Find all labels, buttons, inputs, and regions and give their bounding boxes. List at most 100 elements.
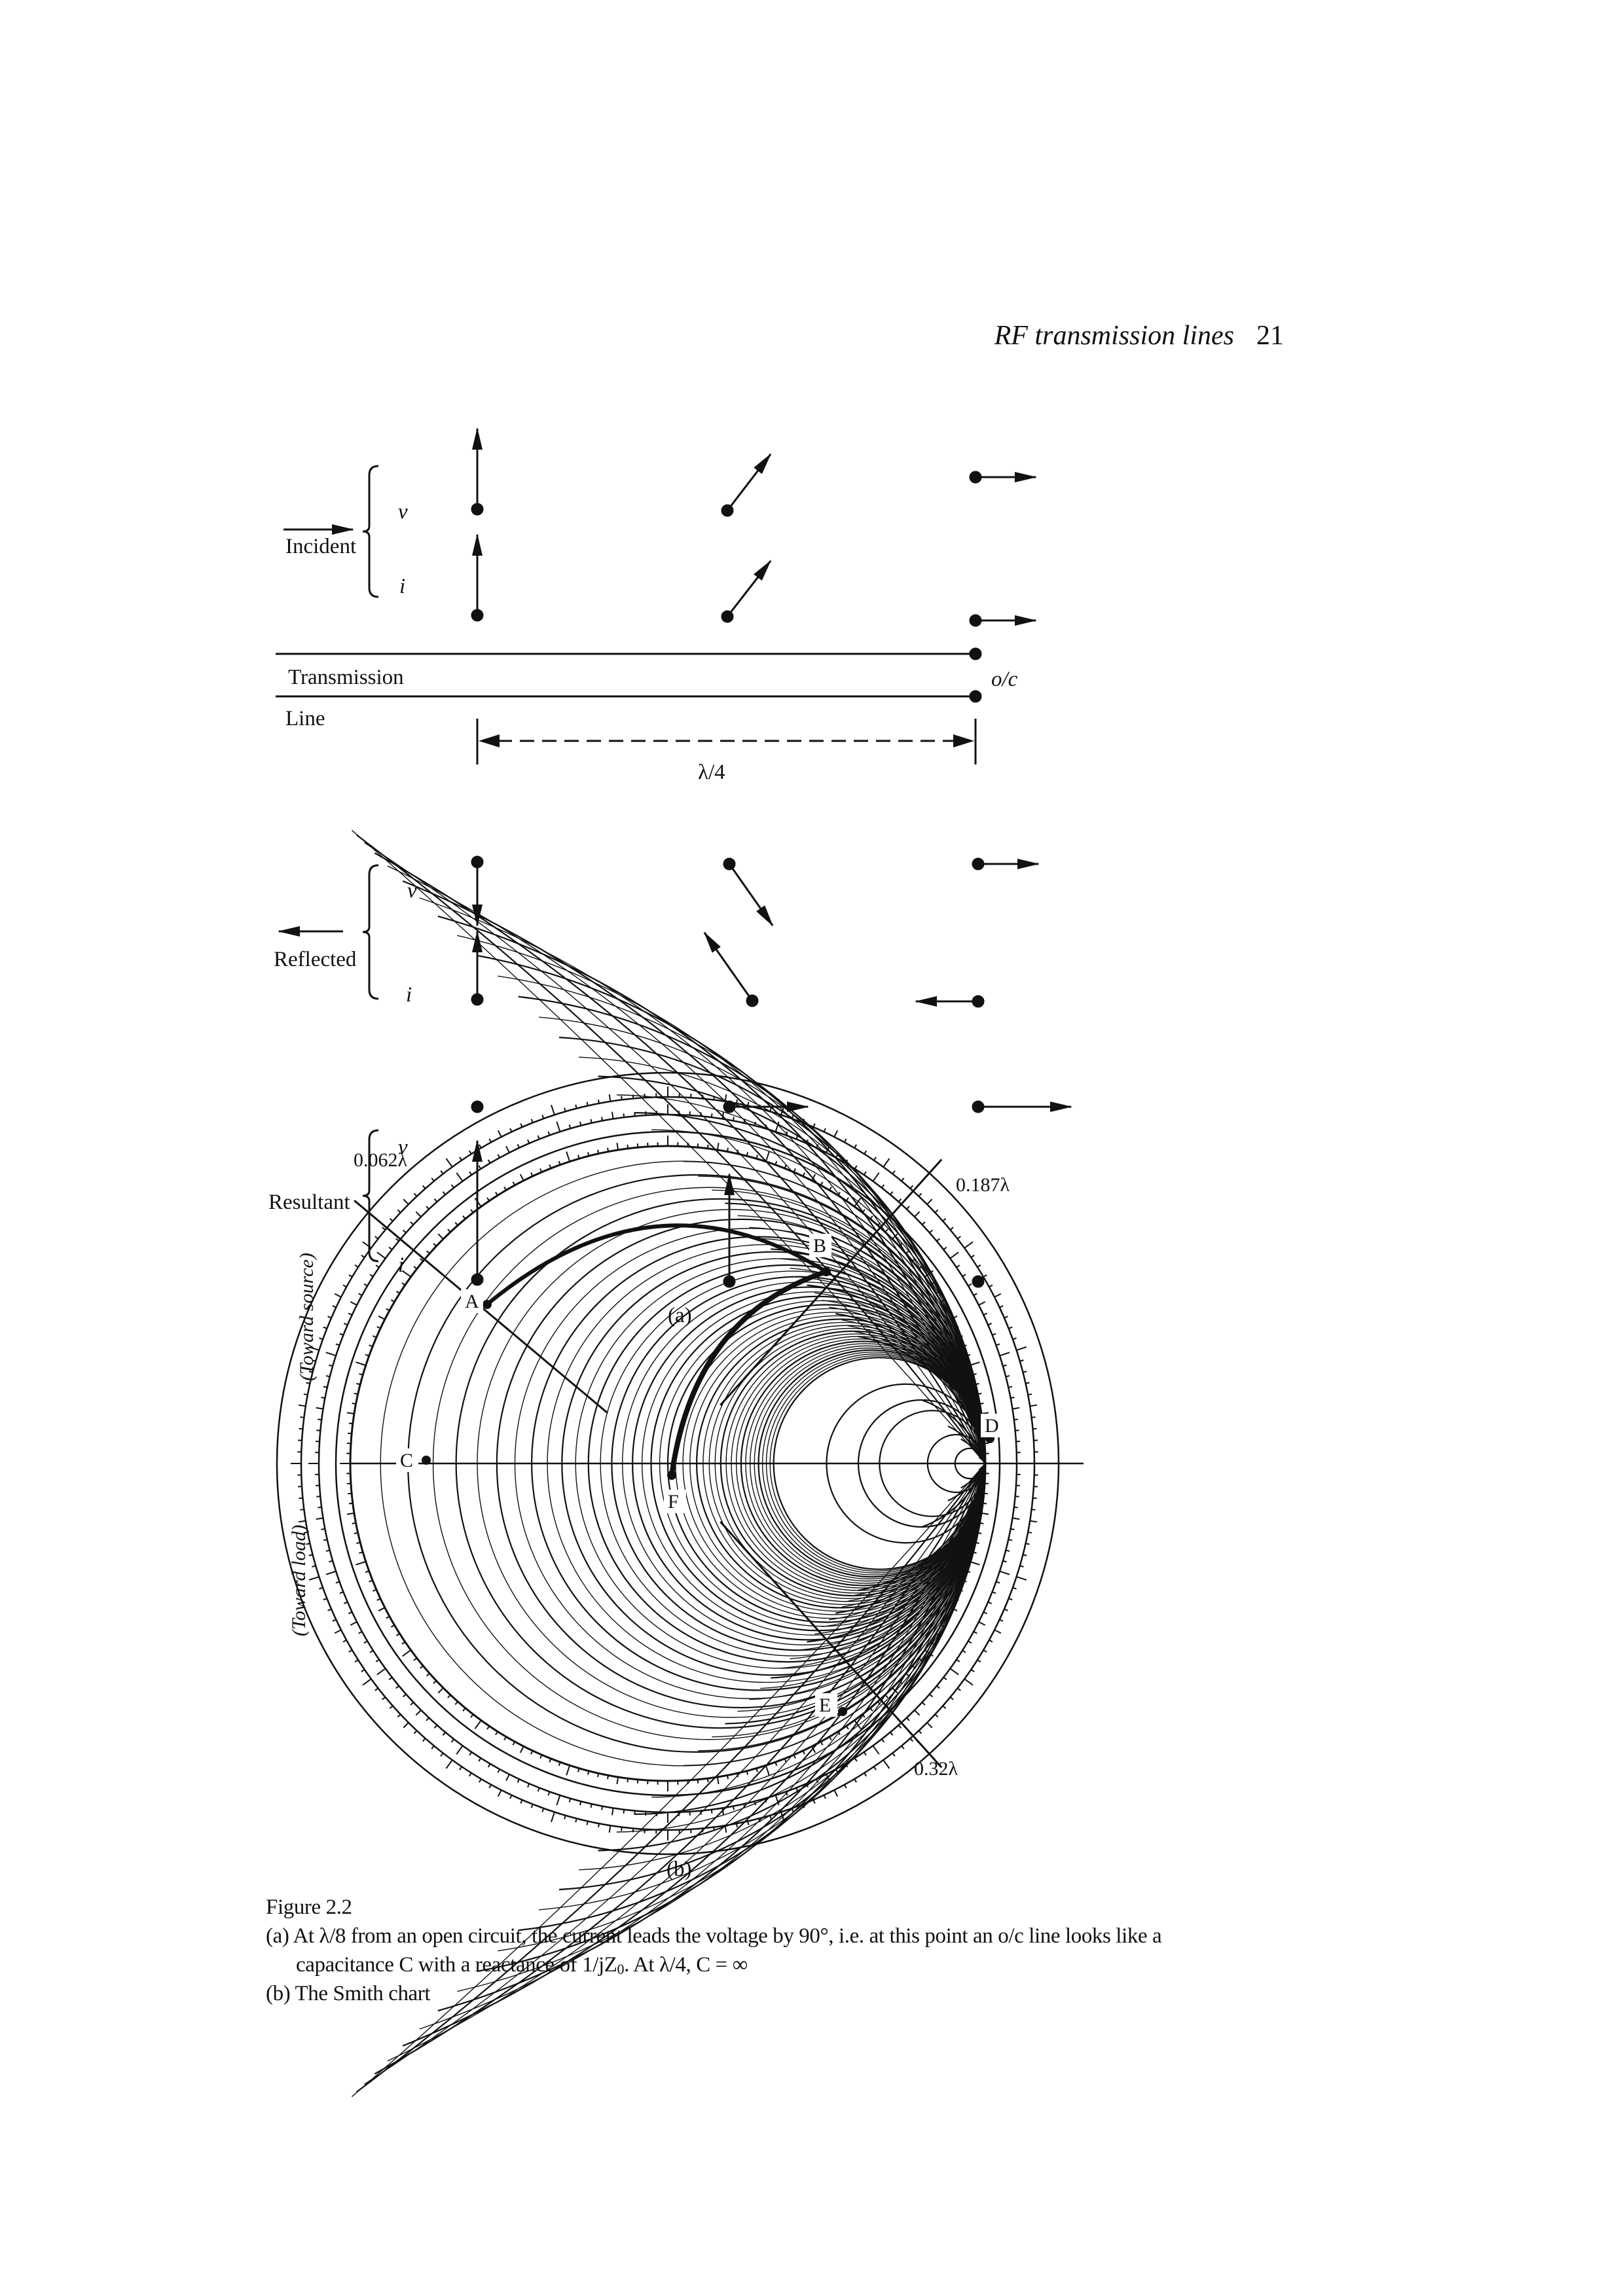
point-label-bg: [815, 1693, 837, 1717]
scale-tick: [621, 1096, 623, 1100]
scale-tick: [359, 1551, 363, 1554]
scale-tick: [369, 1649, 374, 1653]
scale-tick: [1016, 1576, 1027, 1581]
scale-tick: [503, 1736, 507, 1741]
scale-tick: [568, 1798, 572, 1803]
scale-tick: [488, 1784, 492, 1789]
scale-tick: [586, 1102, 589, 1106]
scale-tick: [918, 1730, 922, 1734]
radial-line: [720, 1521, 943, 1768]
scale-tick: [549, 1758, 552, 1763]
scale-tick: [410, 1702, 414, 1706]
scale-tick: [623, 1113, 625, 1118]
scale-tick: [486, 1197, 490, 1202]
reactance-arc: [749, 1463, 986, 1700]
scale-tick: [977, 1659, 981, 1663]
phasor-dot: [471, 855, 484, 869]
scale-tick: [402, 1270, 412, 1278]
scale-tick: [486, 1725, 490, 1730]
reactance-arc: [437, 915, 987, 1464]
scale-tick: [1004, 1608, 1008, 1611]
scale-tick: [468, 1150, 472, 1155]
scale-tick: [426, 1250, 430, 1255]
scale-tick: [989, 1284, 993, 1288]
scale-tick: [1008, 1598, 1013, 1601]
scale-tick: [358, 1630, 363, 1634]
scale-tick: [442, 1191, 447, 1195]
scale-tick: [433, 1680, 437, 1684]
phasor-dot: [721, 610, 734, 623]
point-label-c: C: [400, 1450, 413, 1471]
scale-tick: [872, 1745, 880, 1755]
scale-tick: [881, 1184, 885, 1189]
scale-tick: [459, 1157, 463, 1161]
scale-tick: [503, 1186, 507, 1191]
scale-tick: [356, 1361, 367, 1367]
scale-tick: [316, 1407, 323, 1410]
scale-tick: [1013, 1506, 1018, 1509]
scale-tick: [386, 1615, 390, 1619]
scale-tick: [1012, 1517, 1020, 1520]
reactance-arc: [351, 1463, 986, 2098]
scale-tick: [983, 1611, 988, 1615]
scale-tick: [445, 1158, 453, 1168]
scale-tick: [765, 1151, 770, 1162]
scale-tick: [1008, 1539, 1013, 1541]
scale-tick: [348, 1502, 353, 1505]
scale-tick: [497, 1768, 501, 1773]
scale-tick: [456, 1172, 464, 1182]
scale-tick: [325, 1352, 337, 1357]
phasor-dot: [471, 1100, 484, 1113]
scale-tick: [512, 1181, 516, 1186]
scale-tick: [382, 1227, 386, 1230]
scale-tick: [361, 1255, 365, 1259]
scale-tick: [390, 1624, 395, 1628]
scale-tick: [918, 1193, 922, 1197]
scale-tick: [426, 1717, 429, 1721]
scale-tick: [721, 1808, 725, 1816]
point-label-e: E: [819, 1695, 831, 1716]
scale-tick: [587, 1152, 590, 1157]
scale-tick: [854, 1778, 857, 1783]
scale-tick: [447, 1229, 451, 1233]
scale-tick: [962, 1274, 966, 1278]
scale-tick: [539, 1168, 543, 1173]
scale-tick: [474, 1719, 482, 1729]
scale-tick: [1025, 1543, 1030, 1545]
scale-tick: [442, 1732, 447, 1736]
scale-tick: [921, 1221, 926, 1225]
scale-tick: [1013, 1418, 1018, 1421]
scale-tick: [469, 1171, 473, 1175]
incident-i-phasor-2: [726, 560, 772, 617]
scale-tick: [956, 1659, 960, 1662]
scale-tick: [363, 1283, 368, 1287]
scale-tick: [415, 1211, 422, 1217]
scale-tick: [388, 1676, 393, 1681]
scale-tick: [956, 1265, 960, 1268]
scale-tick: [413, 1730, 418, 1734]
reactance-arc: [921, 1463, 987, 1528]
scale-tick: [914, 1710, 921, 1716]
scale-tick: [378, 1607, 386, 1612]
scale-tick: [505, 1145, 510, 1153]
scale-tick: [957, 1236, 961, 1240]
caption-a-text: capacitance C with a reactance of 1/jZ: [296, 1953, 617, 1977]
scale-tick: [611, 1111, 614, 1119]
scale-tick: [989, 1639, 993, 1643]
reactance-arc: [374, 1463, 986, 2075]
scale-tick: [298, 1404, 306, 1407]
scale-tick: [403, 1198, 409, 1205]
smith-chart: [276, 829, 1084, 2098]
reactance-arc: [683, 1463, 986, 1767]
reactance-arc: [780, 1463, 986, 1669]
scale-tick: [909, 1738, 914, 1742]
impedance-grid: [351, 829, 987, 2098]
scale-tick: [1008, 1326, 1013, 1329]
scale-tick: [996, 1343, 1000, 1346]
scale-tick: [431, 1745, 435, 1749]
scale-tick: [346, 1512, 355, 1515]
point-label-b: B: [813, 1235, 826, 1257]
scale-tick: [298, 1520, 306, 1523]
scale-tick: [964, 1241, 974, 1249]
reflected-i-phasor-2: [703, 931, 754, 1001]
